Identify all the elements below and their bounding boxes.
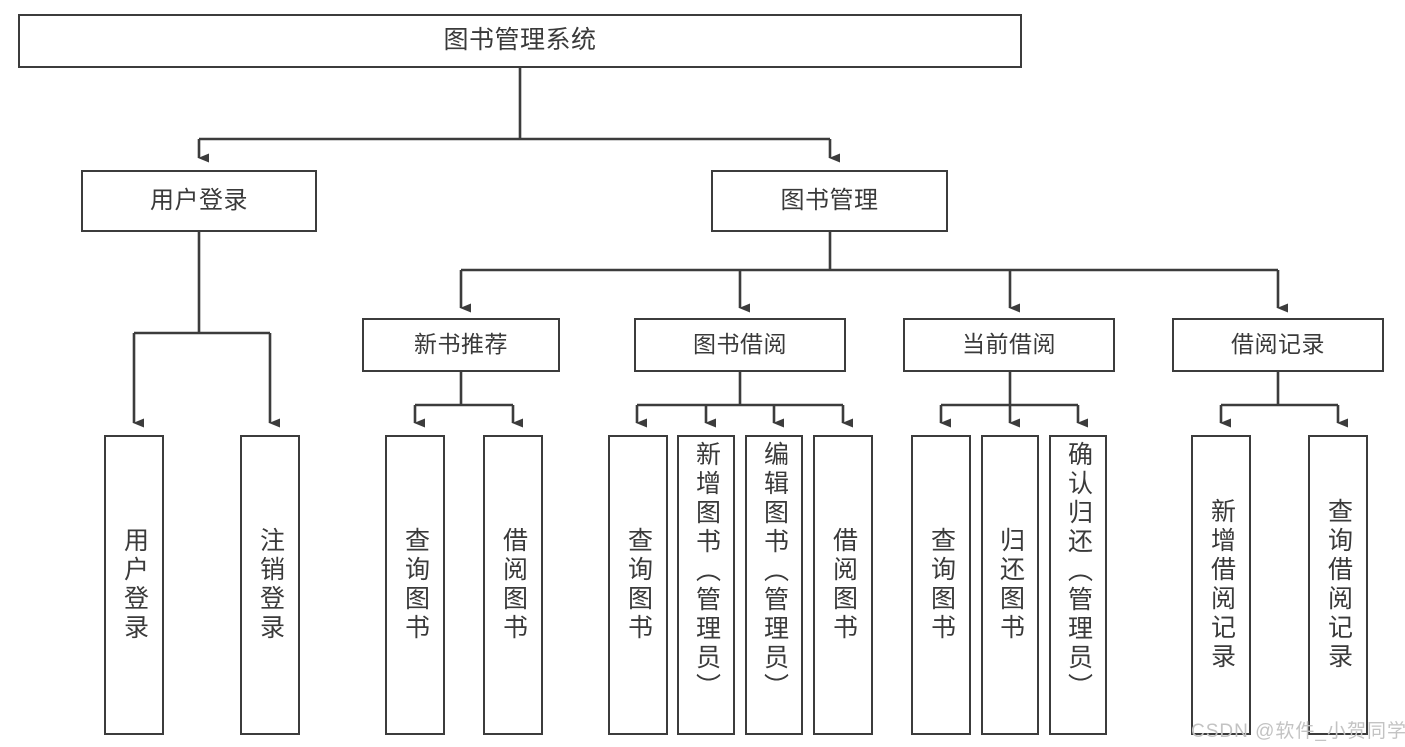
node-current-borrow[interactable]: 当前借阅 [903,318,1115,372]
node-label: 编辑图书（管理员） [760,441,789,702]
leaf-confirm-return-admin[interactable]: 确认归还（管理员） [1049,435,1107,735]
node-label: 确认归还（管理员） [1064,441,1093,702]
node-label: 借阅图书 [829,527,858,643]
node-label: 查询图书 [927,527,956,643]
node-label: 用户登录 [150,186,248,214]
node-label: 图书借阅 [693,331,787,358]
leaf-borrow-book[interactable]: 借阅图书 [813,435,873,735]
leaf-user-login[interactable]: 用户登录 [104,435,164,735]
node-label: 新增图书（管理员） [692,441,721,702]
leaf-add-book-admin[interactable]: 新增图书（管理员） [677,435,735,735]
leaf-logout[interactable]: 注销登录 [240,435,300,735]
node-book-borrow[interactable]: 图书借阅 [634,318,846,372]
node-book-management[interactable]: 图书管理 [711,170,948,232]
node-label: 查询图书 [624,527,653,643]
leaf-query-book-borrow[interactable]: 查询图书 [608,435,668,735]
node-label: 查询图书 [401,527,430,643]
leaf-query-borrow-record[interactable]: 查询借阅记录 [1308,435,1368,735]
node-label: 新增借阅记录 [1207,498,1236,672]
node-book-management-system[interactable]: 图书管理系统 [18,14,1022,68]
node-label: 新书推荐 [414,331,508,358]
leaf-return-book[interactable]: 归还图书 [981,435,1039,735]
node-label: 图书管理系统 [443,26,597,55]
node-label: 查询借阅记录 [1324,498,1353,672]
node-label: 用户登录 [120,527,149,643]
node-label: 归还图书 [996,527,1025,643]
node-label: 注销登录 [256,527,285,643]
node-user-login[interactable]: 用户登录 [81,170,317,232]
node-label: 图书管理 [780,186,879,214]
node-label: 借阅图书 [499,527,528,643]
leaf-query-book-newbook[interactable]: 查询图书 [385,435,445,735]
node-label: 借阅记录 [1231,331,1325,358]
leaf-add-borrow-record[interactable]: 新增借阅记录 [1191,435,1251,735]
leaf-query-book-current[interactable]: 查询图书 [911,435,971,735]
leaf-edit-book-admin[interactable]: 编辑图书（管理员） [745,435,803,735]
node-label: 当前借阅 [962,331,1056,358]
node-borrow-record[interactable]: 借阅记录 [1172,318,1384,372]
node-new-book-recommend[interactable]: 新书推荐 [362,318,560,372]
leaf-borrow-book-newbook[interactable]: 借阅图书 [483,435,543,735]
